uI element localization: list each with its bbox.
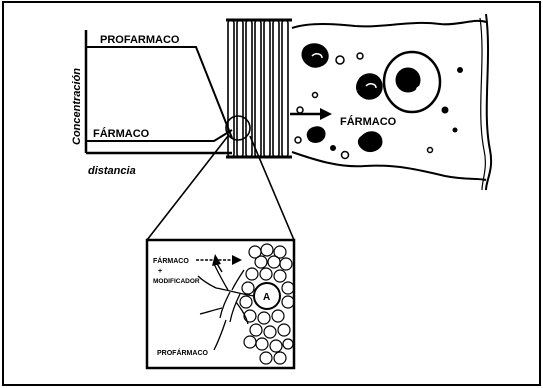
prodrug-curve-label: PROFARMACO [100, 34, 180, 46]
x-axis-label: distancia [88, 165, 136, 177]
inset-drug-label: FÁRMACO [153, 256, 189, 265]
inset-plus-label: + [158, 268, 162, 275]
cell-organelles [295, 44, 463, 159]
inset-magnified-view: A FÁRMACO + MODIFICADOR PROFÁRMACO [147, 240, 294, 368]
inset-modifier-label: MODIFICADOR [153, 278, 200, 285]
drug-arrow-label: FÁRMACO [340, 115, 397, 128]
microvilli-membrane [226, 20, 292, 157]
arrow-right-icon [320, 108, 332, 120]
drug-curve-label: FÁRMACO [93, 127, 150, 140]
inset-circle-label: A [263, 292, 270, 303]
inset-prodrug-label: PROFÁRMACO [157, 348, 208, 357]
concentration-graph: PROFARMACO FÁRMACO Concentración distanc… [71, 30, 232, 177]
drug-arrow: FÁRMACO [290, 108, 397, 128]
y-axis-label: Concentración [71, 68, 83, 145]
zoom-lines [147, 116, 294, 240]
prodrug-curve [86, 47, 232, 138]
